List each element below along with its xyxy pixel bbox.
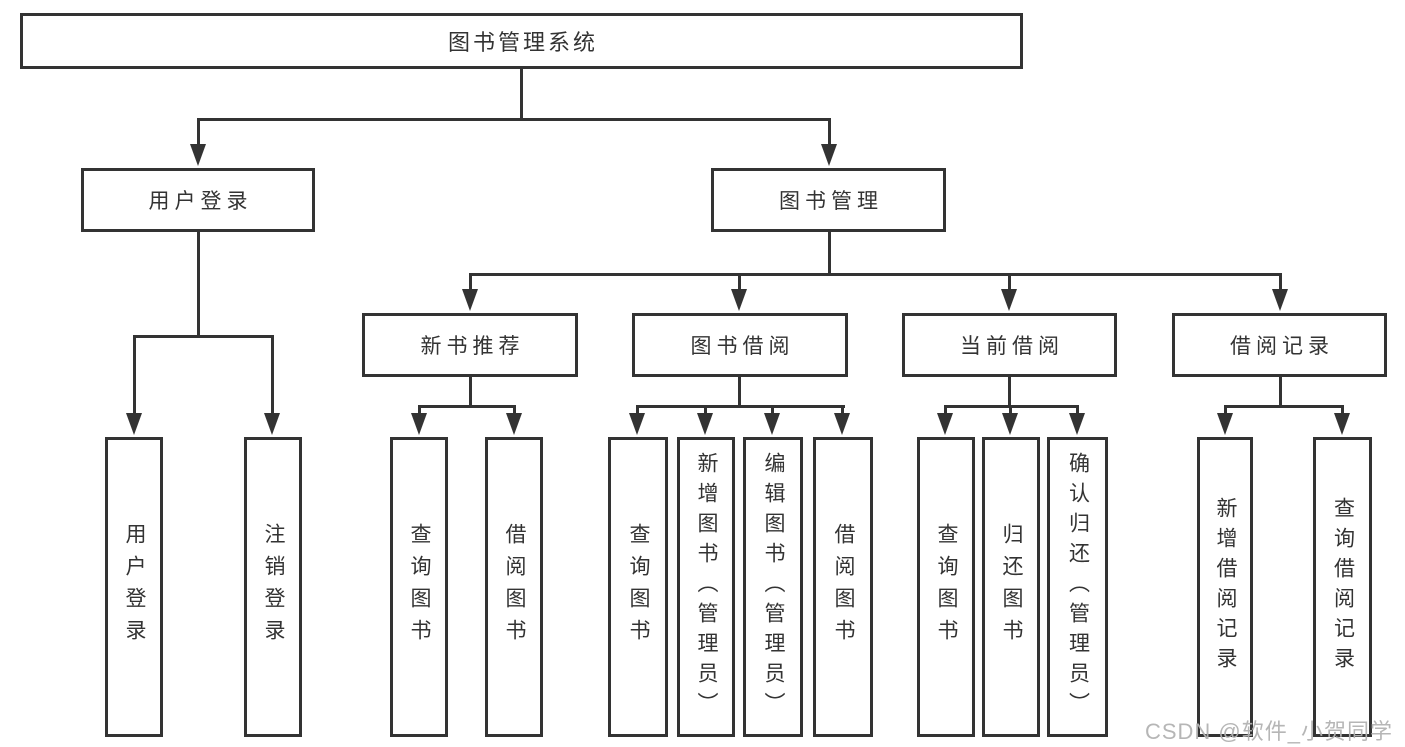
node-new-book-recommend: 新书推荐 bbox=[362, 313, 578, 377]
leaf-query-books-current: 查询图书 bbox=[917, 437, 975, 737]
arrowhead-down-icon bbox=[1002, 413, 1018, 435]
leaf-confirm-return-admin: 确认归还（管理员） bbox=[1047, 437, 1108, 737]
connector-line bbox=[469, 273, 1282, 276]
connector-line bbox=[469, 377, 472, 405]
connector-line bbox=[271, 335, 274, 415]
arrowhead-down-icon bbox=[506, 413, 522, 435]
connector-line bbox=[841, 405, 844, 417]
connector-line bbox=[636, 405, 639, 417]
connector-line bbox=[828, 232, 831, 273]
connector-line bbox=[1279, 377, 1282, 405]
arrowhead-down-icon bbox=[1334, 413, 1350, 435]
connector-line bbox=[1279, 273, 1282, 291]
connector-line bbox=[513, 405, 516, 417]
arrowhead-down-icon bbox=[731, 289, 747, 311]
node-root: 图书管理系统 bbox=[20, 13, 1023, 69]
arrowhead-down-icon bbox=[834, 413, 850, 435]
node-current-borrow: 当前借阅 bbox=[902, 313, 1117, 377]
leaf-logout: 注销登录 bbox=[244, 437, 302, 737]
arrowhead-down-icon bbox=[1069, 413, 1085, 435]
arrowhead-down-icon bbox=[764, 413, 780, 435]
node-book-management: 图书管理 bbox=[711, 168, 946, 232]
arrowhead-down-icon bbox=[1272, 289, 1288, 311]
leaf-user-login: 用户登录 bbox=[105, 437, 163, 737]
connector-line bbox=[1009, 405, 1012, 417]
arrowhead-down-icon bbox=[264, 413, 280, 435]
connector-line bbox=[520, 69, 523, 118]
arrowhead-down-icon bbox=[462, 289, 478, 311]
node-user-login: 用户登录 bbox=[81, 168, 315, 232]
connector-line bbox=[133, 335, 136, 415]
connector-line bbox=[469, 273, 472, 291]
arrowhead-down-icon bbox=[190, 144, 206, 166]
arrowhead-down-icon bbox=[126, 413, 142, 435]
arrowhead-down-icon bbox=[1217, 413, 1233, 435]
connector-line bbox=[1224, 405, 1344, 408]
connector-line bbox=[1008, 273, 1011, 291]
leaf-query-books-recommend: 查询图书 bbox=[390, 437, 448, 737]
leaf-borrow-books-recommend: 借阅图书 bbox=[485, 437, 543, 737]
csdn-watermark: CSDN @软件_小贺同学 bbox=[1144, 719, 1393, 744]
leaf-query-books-borrow: 查询图书 bbox=[608, 437, 668, 737]
leaf-add-borrow-record: 新增借阅记录 bbox=[1197, 437, 1253, 737]
connector-line bbox=[771, 405, 774, 417]
leaf-edit-book-admin: 编辑图书（管理员） bbox=[743, 437, 803, 737]
connector-line bbox=[418, 405, 516, 408]
arrowhead-down-icon bbox=[411, 413, 427, 435]
connector-line bbox=[1008, 377, 1011, 405]
connector-line bbox=[197, 118, 200, 146]
connector-line bbox=[944, 405, 947, 417]
connector-line bbox=[133, 335, 274, 338]
node-borrow-records: 借阅记录 bbox=[1172, 313, 1387, 377]
node-book-borrow: 图书借阅 bbox=[632, 313, 848, 377]
arrowhead-down-icon bbox=[697, 413, 713, 435]
connector-line bbox=[945, 405, 1079, 408]
leaf-borrow-books: 借阅图书 bbox=[813, 437, 873, 737]
connector-line bbox=[1224, 405, 1227, 417]
connector-line bbox=[738, 377, 741, 405]
connector-line bbox=[637, 405, 845, 408]
leaf-query-borrow-record: 查询借阅记录 bbox=[1313, 437, 1372, 737]
leaf-return-book: 归还图书 bbox=[982, 437, 1040, 737]
connector-line bbox=[1341, 405, 1344, 417]
leaf-add-book-admin: 新增图书（管理员） bbox=[677, 437, 735, 737]
connector-line bbox=[828, 118, 831, 146]
arrowhead-down-icon bbox=[1001, 289, 1017, 311]
connector-line bbox=[704, 405, 707, 417]
connector-line bbox=[738, 273, 741, 291]
connector-line bbox=[1076, 405, 1079, 417]
connector-line bbox=[197, 118, 831, 121]
connector-line bbox=[197, 232, 200, 335]
arrowhead-down-icon bbox=[821, 144, 837, 166]
connector-line bbox=[418, 405, 421, 417]
arrowhead-down-icon bbox=[937, 413, 953, 435]
arrowhead-down-icon bbox=[629, 413, 645, 435]
